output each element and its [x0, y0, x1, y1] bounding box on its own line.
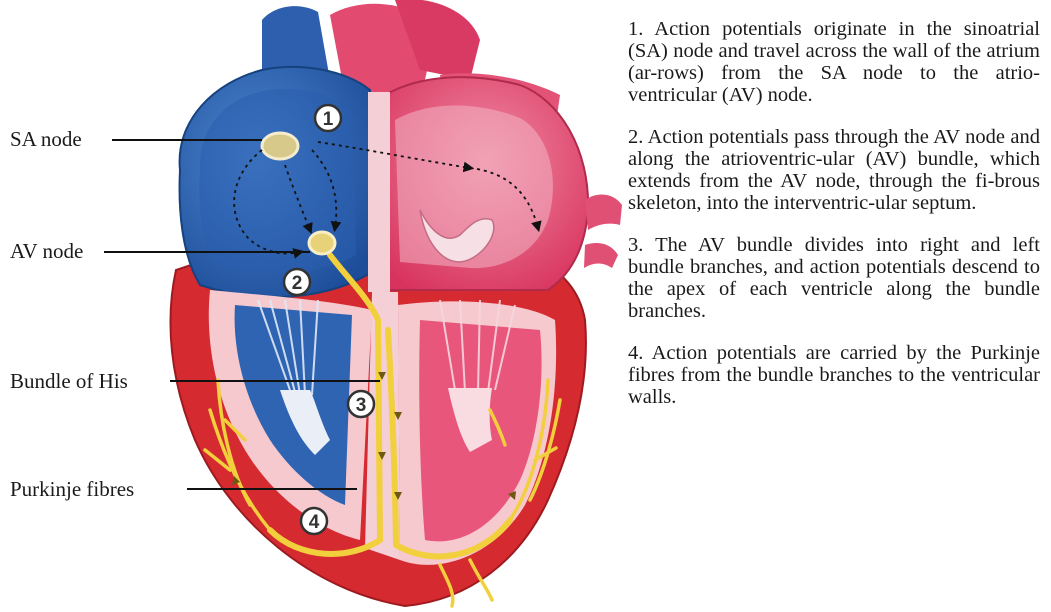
step-marker-3: 3: [348, 391, 374, 417]
step-3-text: 3. The AV bundle divides into right and …: [628, 234, 1040, 322]
step-marker-2: 2: [284, 269, 310, 295]
step-marker-4: 4: [301, 508, 327, 534]
av-node: [309, 232, 335, 254]
step-1-text: 1. Action potentials originate in the si…: [628, 18, 1040, 106]
sa-node: [262, 133, 298, 159]
step-marker-1: 1: [315, 105, 341, 131]
svg-text:4: 4: [309, 512, 320, 533]
svg-text:1: 1: [323, 109, 334, 130]
label-sa-node: SA node: [10, 127, 82, 151]
label-bundle-of-his: Bundle of His: [10, 369, 128, 393]
step-2-text: 2. Action potentials pass through the AV…: [628, 126, 1040, 214]
svg-text:2: 2: [292, 273, 303, 294]
step-4-text: 4. Action potentials are carried by the …: [628, 342, 1040, 408]
svg-text:3: 3: [356, 395, 367, 416]
step-descriptions: 1. Action potentials originate in the si…: [628, 18, 1040, 428]
label-purkinje-fibres: Purkinje fibres: [10, 477, 134, 501]
label-av-node: AV node: [10, 239, 83, 263]
